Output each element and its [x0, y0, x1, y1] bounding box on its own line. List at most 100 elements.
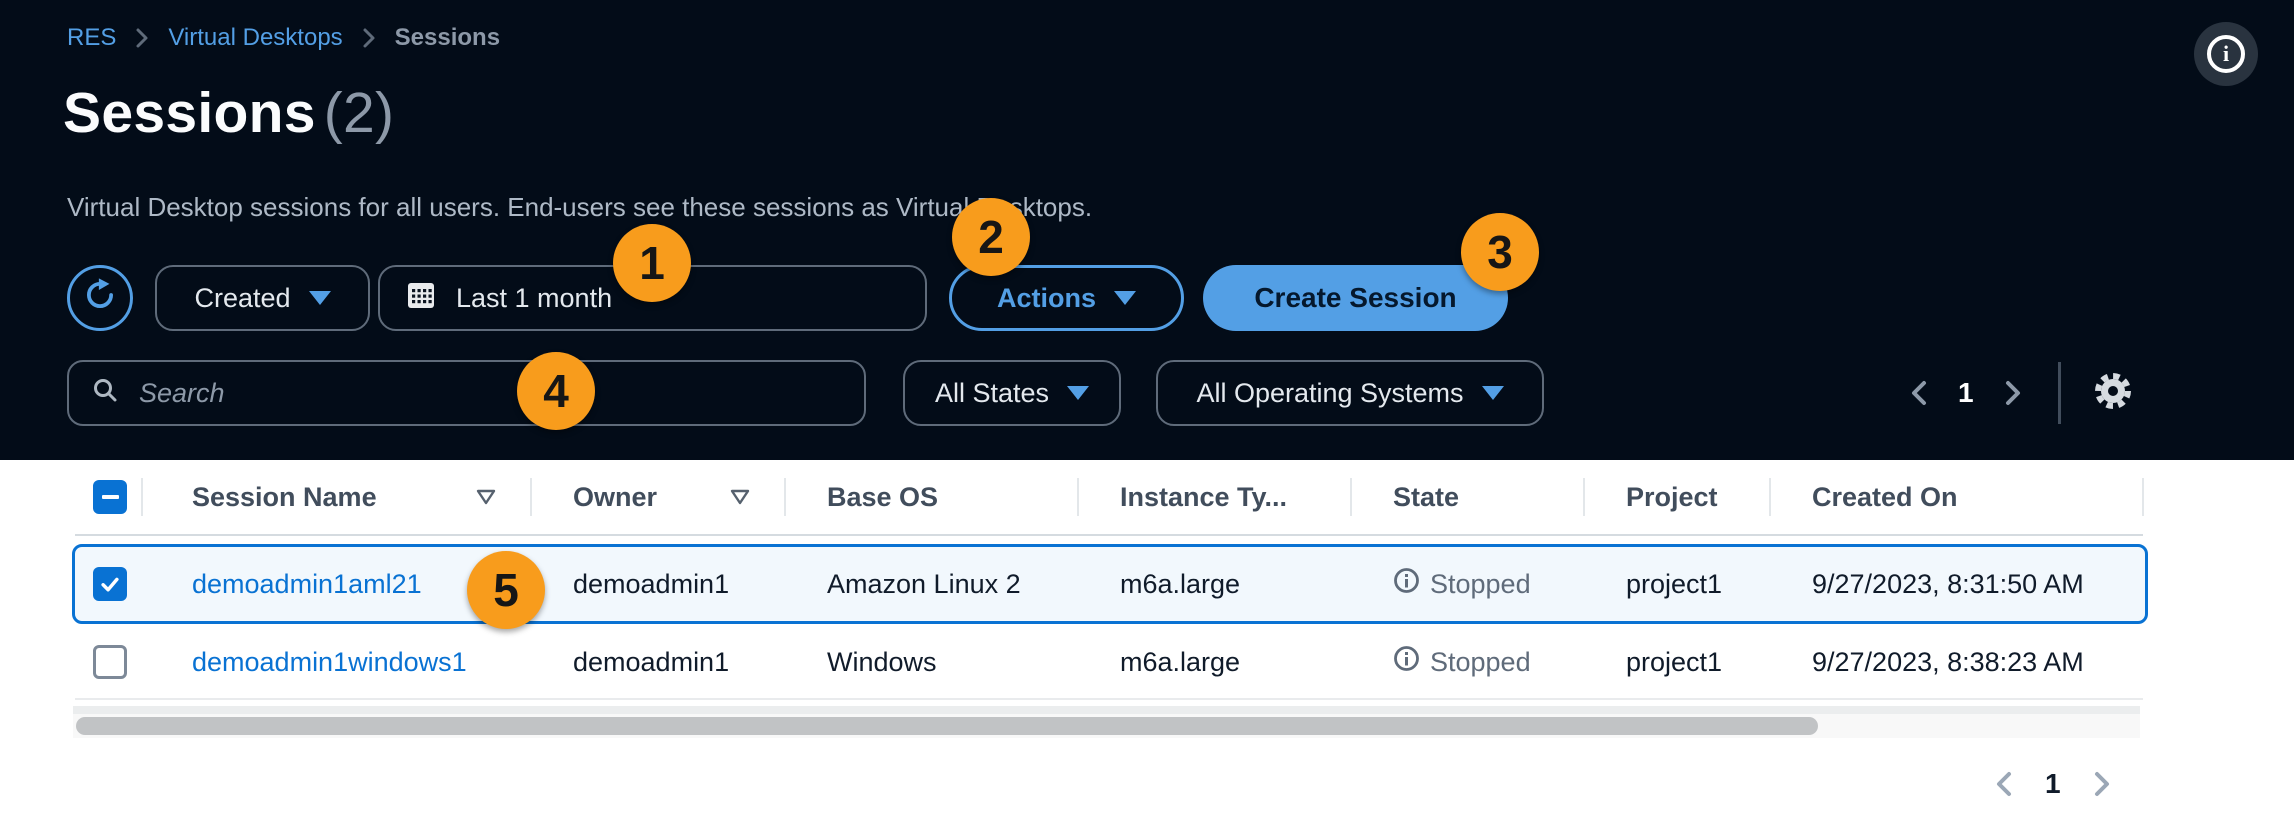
current-page-number[interactable]: 1: [2045, 768, 2061, 799]
refresh-icon: [80, 275, 120, 322]
cell-instance-type: m6a.large: [1120, 568, 1241, 599]
cell-state: Stopped: [1351, 626, 1584, 698]
column-header-label: Project: [1626, 481, 1718, 512]
calendar-icon: [406, 280, 436, 317]
cell-created-on: 9/27/2023, 8:38:23 AM: [1812, 646, 2084, 677]
column-header-label: Instance Ty...: [1120, 481, 1288, 512]
annotation-badge-1: 1: [613, 224, 691, 302]
info-icon: i: [2207, 35, 2245, 73]
status-info-icon: [1393, 645, 1420, 679]
page-title-text: Sessions: [63, 81, 316, 145]
next-page-button[interactable]: [1992, 369, 2032, 417]
page-description: Virtual Desktop sessions for all users. …: [67, 192, 1093, 222]
search-input[interactable]: [137, 376, 864, 410]
previous-page-button[interactable]: [1900, 369, 1940, 417]
cell-created-on: 9/27/2023, 8:31:50 AM: [1812, 568, 2084, 599]
next-page-button[interactable]: [2081, 760, 2121, 808]
cell-owner: demoadmin1: [573, 568, 730, 599]
gear-icon: [2089, 367, 2137, 420]
previous-page-button[interactable]: [1985, 760, 2025, 808]
chevron-down-icon: [308, 291, 331, 305]
state-filter-label: All States: [934, 377, 1050, 408]
create-session-button[interactable]: Create Session: [1203, 265, 1508, 331]
status-info-icon: [1393, 567, 1420, 601]
status-badge: Stopped: [1430, 568, 1531, 599]
breadcrumb-link-virtual-desktops[interactable]: Virtual Desktops: [168, 24, 343, 51]
search-icon: [91, 376, 121, 411]
cell-base-os: Amazon Linux 2: [827, 568, 1021, 599]
column-header-label: Owner: [573, 481, 658, 512]
column-header-label: State: [1393, 481, 1460, 512]
row-select-cell: [75, 547, 142, 621]
table-row: demoadmin1aml21 demoadmin1 Amazon Linux …: [72, 544, 2148, 624]
cell-state: Stopped: [1351, 547, 1584, 621]
annotation-badge-4: 4: [517, 352, 595, 430]
table-preferences-button[interactable]: [2089, 369, 2137, 417]
current-page-number[interactable]: 1: [1958, 377, 1974, 408]
annotation-badge-2: 2: [952, 198, 1030, 276]
row-select-cell: [75, 626, 142, 698]
horizontal-scrollbar-thumb[interactable]: [76, 717, 1818, 735]
sessions-table: Session Name Owner Base OS Instance Ty..…: [0, 460, 2294, 840]
column-header-project[interactable]: Project: [1584, 460, 1771, 534]
column-header-label: Created On: [1812, 481, 1958, 512]
chevron-down-icon: [1067, 386, 1090, 400]
table-row: demoadmin1windows1 demoadmin1 Windows m6…: [75, 626, 2143, 700]
table-header-row: Session Name Owner Base OS Instance Ty..…: [75, 460, 2144, 536]
toolbar: Created Last 1 month: [67, 265, 1508, 331]
toolbar-divider: [2057, 362, 2061, 424]
cell-instance-type: m6a.large: [1120, 646, 1241, 677]
indeterminate-icon: [101, 495, 119, 499]
row-checkbox-unchecked[interactable]: [93, 645, 127, 679]
sort-field-dropdown[interactable]: Created: [155, 265, 370, 331]
annotation-badge-5: 5: [467, 551, 545, 629]
column-header-base-os[interactable]: Base OS: [785, 460, 1079, 534]
table-bottom-edge: [73, 706, 2140, 714]
page-header: RES Virtual Desktops Sessions Sessions(2…: [0, 0, 2294, 460]
column-header-label: Base OS: [827, 481, 939, 512]
actions-label: Actions: [996, 282, 1096, 313]
cell-project: project1: [1626, 646, 1723, 677]
chevron-down-icon: [1481, 386, 1504, 400]
session-link[interactable]: demoadmin1windows1: [192, 646, 467, 677]
row-checkbox-checked[interactable]: [93, 567, 127, 601]
column-header-session-name[interactable]: Session Name: [142, 460, 532, 534]
filter-row: All States All Operating Systems: [67, 360, 1544, 426]
os-filter-dropdown[interactable]: All Operating Systems: [1156, 360, 1544, 426]
select-all-checkbox[interactable]: [93, 480, 127, 514]
chevron-down-icon: [1114, 291, 1136, 305]
page-title-count: (2): [323, 81, 395, 145]
breadcrumb-current: Sessions: [394, 24, 501, 51]
sort-descending-icon[interactable]: [475, 488, 497, 506]
bottom-pagination: 1: [1985, 760, 2121, 808]
cell-project: project1: [1626, 568, 1723, 599]
os-filter-label: All Operating Systems: [1196, 377, 1464, 408]
breadcrumb-separator-icon: [361, 25, 377, 51]
search-box: [67, 360, 866, 426]
info-button[interactable]: i: [2194, 22, 2258, 86]
session-link[interactable]: demoadmin1aml21: [192, 568, 422, 599]
actions-button[interactable]: Actions: [949, 265, 1184, 331]
cell-base-os: Windows: [827, 646, 937, 677]
state-filter-dropdown[interactable]: All States: [903, 360, 1121, 426]
breadcrumb-separator-icon: [134, 25, 150, 51]
annotation-badge-3: 3: [1461, 213, 1539, 291]
sort-field-label: Created: [194, 282, 291, 313]
column-header-label: Session Name: [192, 481, 377, 512]
date-range-label: Last 1 month: [456, 282, 613, 313]
column-header-owner[interactable]: Owner: [531, 460, 786, 534]
top-pagination: 1: [1900, 360, 2137, 426]
breadcrumb-link-res[interactable]: RES: [67, 24, 117, 51]
sort-descending-icon[interactable]: [729, 488, 751, 506]
table-header-select: [75, 460, 143, 534]
cell-session-name: demoadmin1windows1: [142, 626, 531, 698]
column-header-state[interactable]: State: [1351, 460, 1585, 534]
column-header-created-on[interactable]: Created On: [1770, 460, 2144, 534]
cell-session-name: demoadmin1aml21: [142, 547, 531, 621]
column-header-instance-type[interactable]: Instance Ty...: [1078, 460, 1352, 534]
breadcrumb: RES Virtual Desktops Sessions: [67, 24, 500, 52]
refresh-button[interactable]: [67, 265, 133, 331]
cell-owner: demoadmin1: [573, 646, 730, 677]
status-badge: Stopped: [1430, 646, 1531, 677]
